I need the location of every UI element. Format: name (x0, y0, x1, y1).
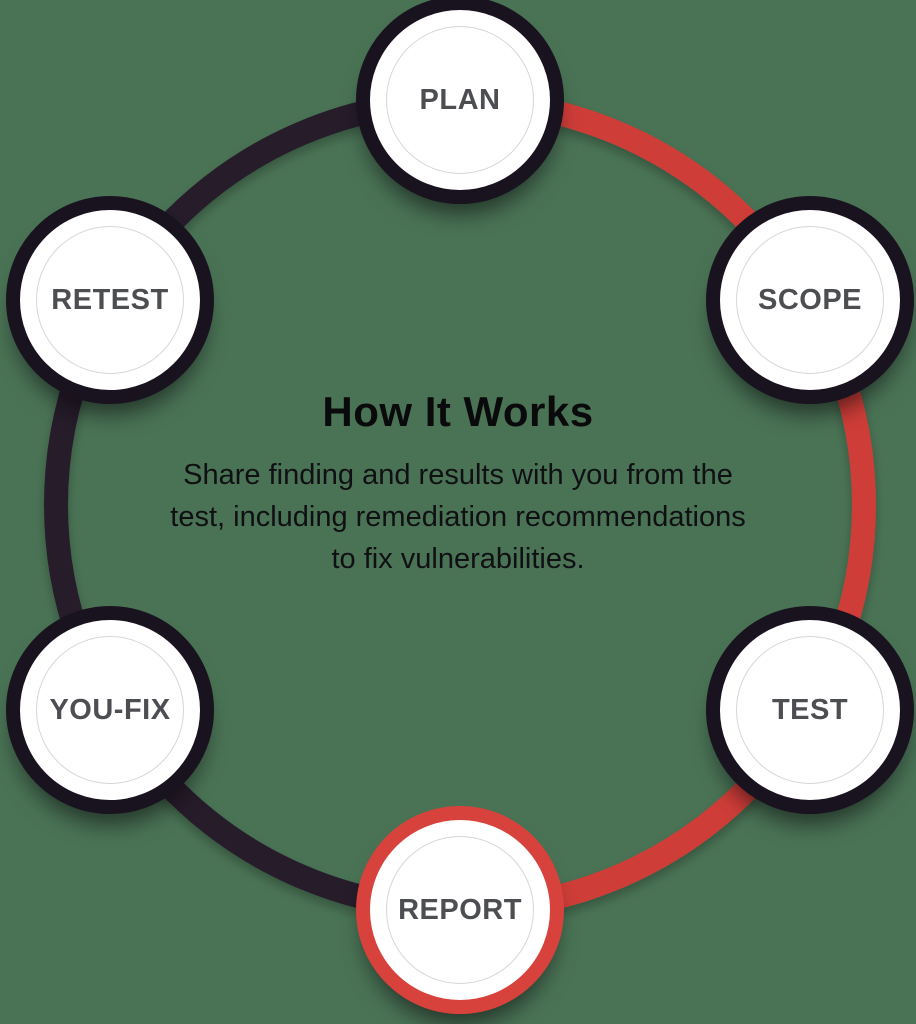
step-label-report: REPORT (398, 893, 522, 926)
center-text-block: How It Works Share finding and results w… (148, 388, 768, 580)
arc-dark-left (44, 89, 461, 921)
step-node-scope: SCOPE (706, 196, 914, 404)
step-label-retest: RETEST (51, 283, 169, 316)
step-node-test: TEST (706, 606, 914, 814)
diagram-description: Share finding and results with you from … (170, 459, 746, 576)
step-node-plan: PLAN (356, 0, 564, 204)
step-label-plan: PLAN (419, 83, 501, 116)
step-label-scope: SCOPE (757, 283, 863, 316)
diagram-title: How It Works (322, 388, 594, 435)
step-node-you-fix: YOU-FIX (6, 606, 214, 814)
step-node-report: REPORT (356, 806, 564, 1014)
step-label-you-fix: YOU-FIX (49, 693, 171, 726)
step-label-test: TEST (771, 693, 849, 726)
arc-red-right (459, 89, 876, 921)
step-node-retest: RETEST (6, 196, 214, 404)
